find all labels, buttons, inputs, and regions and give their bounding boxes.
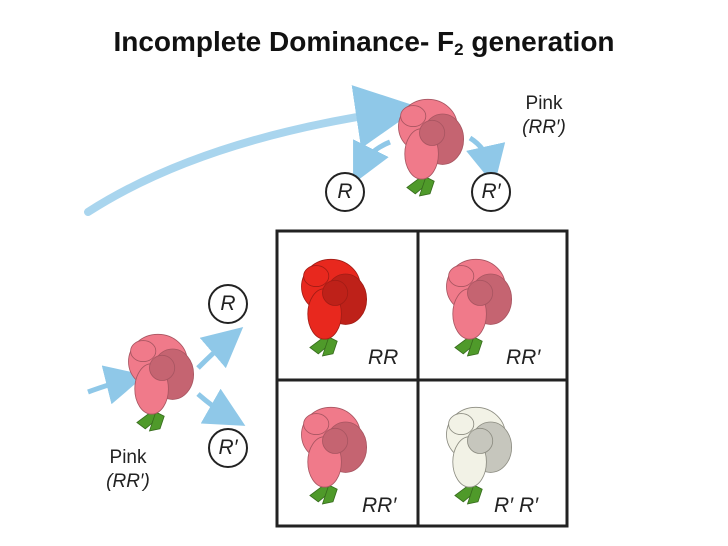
arrow-left-to-r [196, 326, 244, 370]
cell-1-flower-icon-part [303, 265, 330, 288]
cell-3-flower-icon [301, 406, 368, 505]
cell-2-flower-icon [446, 258, 513, 357]
top-parent-genotype: (RR′) [522, 117, 566, 138]
left-parent-flower-icon-part [130, 340, 157, 363]
cell-3-flower-icon-part [303, 413, 330, 436]
title-main: Incomplete Dominance- F [113, 26, 455, 57]
cell-genotype-3: RR′ [362, 494, 397, 517]
top-parent-flower-icon [398, 98, 465, 197]
left-parent-genotype: (RR′) [106, 471, 150, 492]
top-parent-label: Pink (RR′) [514, 92, 574, 140]
left-parent-flower-icon-part [149, 354, 176, 381]
cell-4-flower-icon [446, 406, 513, 505]
slide-title: Incomplete Dominance- F2 generation [0, 26, 728, 60]
cell-2-flower-icon-part [448, 265, 475, 288]
top-gamete-rprime: R′ [471, 172, 511, 212]
cell-3-flower-icon-part [322, 427, 349, 454]
left-parent-flower-icon-part [148, 411, 165, 432]
cell-4-flower-icon-part [466, 484, 483, 505]
left-gamete-rprime: R′ [208, 428, 248, 468]
cell-2-flower-icon-part [467, 279, 494, 306]
arrow-top-to-rprime [466, 135, 506, 186]
top-parent-flower-icon-part [400, 105, 427, 128]
cell-3-flower-icon-part [321, 484, 338, 505]
cell-4-flower-icon-part [448, 413, 475, 436]
top-parent-phenotype: Pink [525, 93, 563, 114]
left-parent-flower-icon [128, 333, 195, 432]
top-gamete-r: R [325, 172, 365, 212]
cell-2-flower-icon-part [466, 336, 483, 357]
cell-1-flower-icon [301, 258, 368, 357]
arrow-left-to-rprime [196, 388, 246, 426]
left-parent-label: Pink (RR′) [96, 446, 160, 494]
cell-4-flower-icon-part [467, 427, 494, 454]
left-parent-phenotype: Pink [109, 447, 147, 468]
arrow-left-in [87, 365, 146, 405]
top-parent-flower-icon-part [419, 119, 446, 146]
cell-1-flower-icon-part [321, 336, 338, 357]
cross-arrow [84, 85, 420, 216]
cell-genotype-1: RR [368, 346, 399, 369]
cell-genotype-4: R′ R′ [494, 494, 539, 517]
cell-genotype-2: RR′ [506, 346, 541, 369]
title-subscript: 2 [454, 40, 464, 59]
left-gamete-r: R [208, 284, 248, 324]
arrow-top-to-r [353, 139, 391, 184]
top-parent-flower-icon-part [418, 176, 435, 197]
title-suffix: generation [463, 26, 615, 57]
cell-1-flower-icon-part [322, 279, 349, 306]
